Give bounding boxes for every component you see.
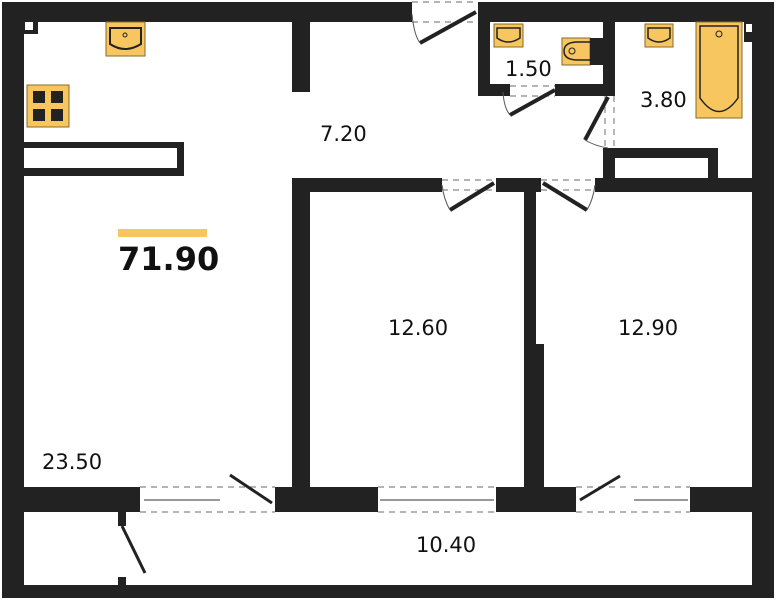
room-area-living-kitchen: 23.50 [42,450,103,474]
wall-top-left [2,2,412,22]
room-area-bedroom-1: 12.60 [388,316,449,340]
toilet-icon [561,37,603,66]
window-icon [120,473,690,574]
door-icon [411,1,615,212]
room-area-toilet: 1.50 [505,57,552,81]
total-area: 71.90 [118,240,220,278]
sink-icon [493,23,524,48]
sink-icon [644,23,674,48]
wall-left [2,2,24,598]
total-area-accent-bar [118,229,207,237]
stove-icon [26,84,70,128]
wall-stub [292,22,310,92]
bathtub-icon [695,21,743,119]
room-area-hallway: 7.20 [320,122,367,146]
sink-icon [105,21,146,57]
wall-right [752,2,774,598]
room-area-bathroom: 3.80 [640,88,687,112]
room-area-bedroom-2: 12.90 [618,316,679,340]
room-area-balcony: 10.40 [416,533,477,557]
wall-top-right [478,2,774,22]
wall-bottom [2,585,774,598]
